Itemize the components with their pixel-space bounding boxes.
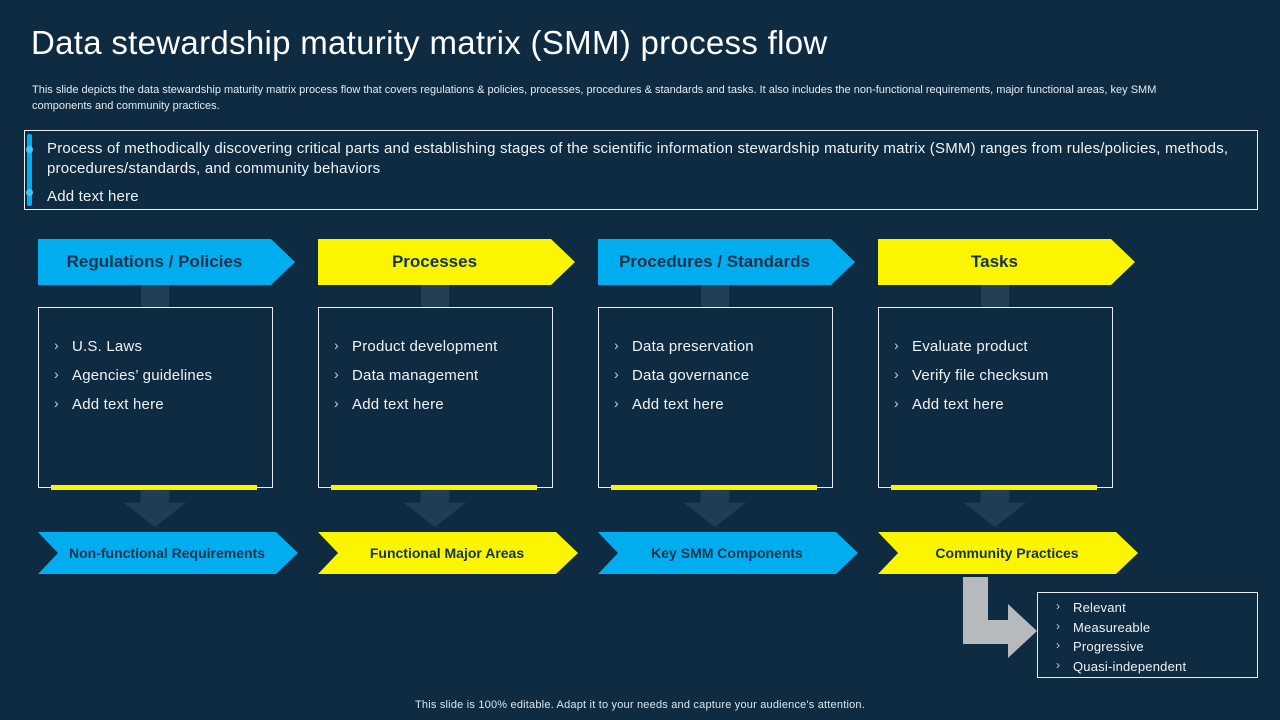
column-header-banner: Tasks — [878, 239, 1135, 285]
list-item[interactable]: Add text here — [893, 395, 1104, 413]
column-header-banner: Regulations / Policies — [38, 239, 295, 285]
list-item: U.S. Laws — [53, 337, 264, 355]
list-item: Relevant — [1056, 599, 1249, 615]
list-item[interactable]: Add text here — [53, 395, 264, 413]
flow-column-procedures: Procedures / Standards Data preservation… — [598, 239, 860, 579]
list-item: Data governance — [613, 366, 824, 384]
list-item: Progressive — [1056, 638, 1249, 654]
intro-text-box: Process of methodically discovering crit… — [24, 130, 1258, 210]
elbow-arrow-icon — [963, 620, 1010, 644]
column-item-list: Product development Data management Add … — [333, 337, 544, 413]
column-header-banner: Processes — [318, 239, 575, 285]
connector-stem — [141, 285, 169, 307]
column-card: Product development Data management Add … — [318, 307, 553, 490]
intro-bullet-text: Process of methodically discovering crit… — [47, 140, 1229, 177]
list-item: Quasi-independent — [1056, 658, 1249, 674]
connector-stem — [421, 285, 449, 307]
flow-column-tasks: Tasks Evaluate product Verify file check… — [878, 239, 1140, 579]
list-item: Data preservation — [613, 337, 824, 355]
column-footer-banner: Non-functional Requirements — [38, 532, 298, 574]
intro-accent-bar — [27, 134, 32, 206]
bullet-dot-icon — [26, 146, 33, 153]
slide-footer-note: This slide is 100% editable. Adapt it to… — [415, 699, 865, 711]
list-item: Measureable — [1056, 619, 1249, 635]
list-item: Agencies’ guidelines — [53, 366, 264, 384]
down-arrow-icon — [684, 489, 746, 527]
bullet-dot-icon — [26, 189, 33, 196]
column-card: U.S. Laws Agencies’ guidelines Add text … — [38, 307, 273, 490]
list-item: Data management — [333, 366, 544, 384]
intro-placeholder-text[interactable]: Add text here — [47, 188, 139, 205]
column-card: Evaluate product Verify file checksum Ad… — [878, 307, 1113, 490]
elbow-arrowhead-icon — [1008, 604, 1037, 658]
page-title: Data stewardship maturity matrix (SMM) p… — [31, 24, 828, 61]
yellow-underline — [51, 485, 257, 490]
column-item-list: Data preservation Data governance Add te… — [613, 337, 824, 413]
callout-item-list: Relevant Measureable Progressive Quasi-i… — [1056, 599, 1249, 674]
community-practices-callout: Relevant Measureable Progressive Quasi-i… — [1037, 592, 1258, 678]
column-footer-banner: Community Practices — [878, 532, 1138, 574]
column-card: Data preservation Data governance Add te… — [598, 307, 833, 490]
down-arrow-icon — [404, 489, 466, 527]
column-item-list: Evaluate product Verify file checksum Ad… — [893, 337, 1104, 413]
list-item: Verify file checksum — [893, 366, 1104, 384]
column-header-banner: Procedures / Standards — [598, 239, 855, 285]
flow-column-regulations: Regulations / Policies U.S. Laws Agencie… — [38, 239, 300, 579]
yellow-underline — [891, 485, 1097, 490]
connector-stem — [981, 285, 1009, 307]
list-item[interactable]: Add text here — [613, 395, 824, 413]
down-arrow-icon — [964, 489, 1026, 527]
slide-description: This slide depicts the data stewardship … — [32, 84, 1157, 112]
column-footer-banner: Key SMM Components — [598, 532, 858, 574]
list-item: Evaluate product — [893, 337, 1104, 355]
flow-column-processes: Processes Product development Data manag… — [318, 239, 580, 579]
column-footer-banner: Functional Major Areas — [318, 532, 578, 574]
yellow-underline — [611, 485, 817, 490]
yellow-underline — [331, 485, 537, 490]
connector-stem — [701, 285, 729, 307]
list-item: Product development — [333, 337, 544, 355]
list-item[interactable]: Add text here — [333, 395, 544, 413]
down-arrow-icon — [124, 489, 186, 527]
column-item-list: U.S. Laws Agencies’ guidelines Add text … — [53, 337, 264, 413]
